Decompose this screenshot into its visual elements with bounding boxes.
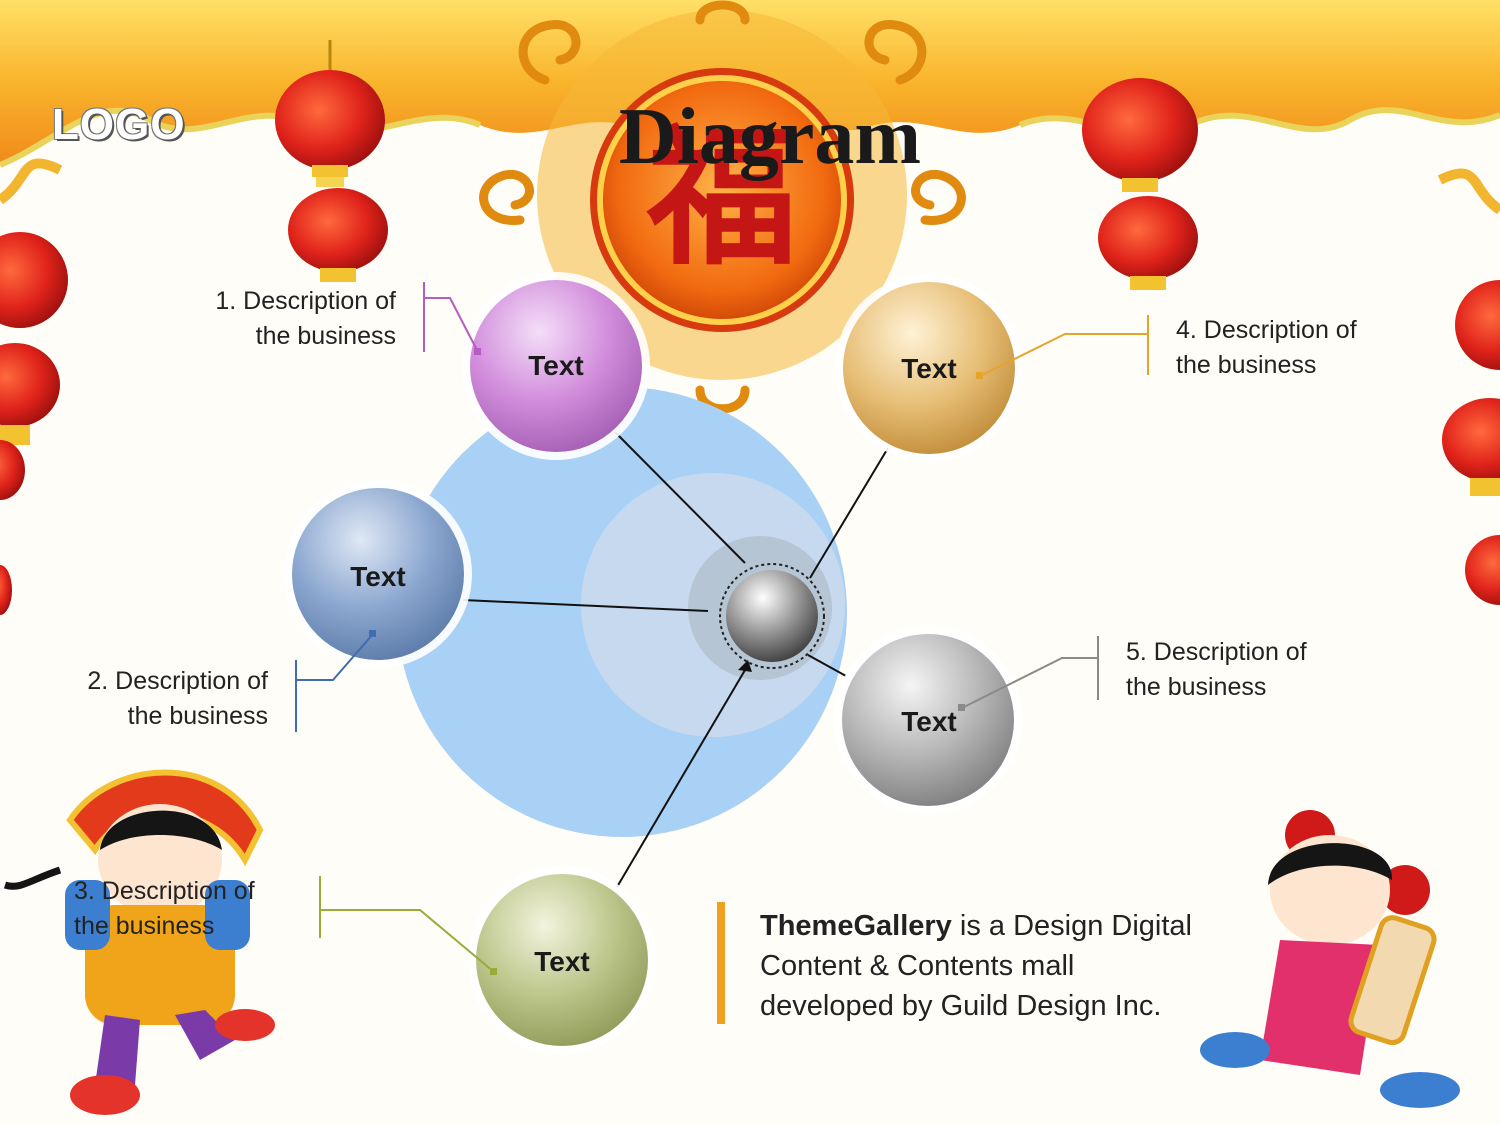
description-5-line-2: the business — [1126, 673, 1267, 701]
node-label-4: Text — [901, 353, 957, 384]
node-label-2: Text — [350, 561, 406, 592]
description-1-line-2: the business — [255, 322, 396, 350]
note-text-1: is a Design Digital — [951, 910, 1192, 942]
svg-text:福: 福 — [646, 110, 797, 286]
description-2-line-2: the business — [127, 702, 268, 730]
logo: LOGO — [52, 100, 186, 149]
description-4-line-2: the business — [1176, 351, 1317, 379]
description-2: 2. Description of the business — [12, 664, 268, 734]
node-sphere-1 — [470, 280, 642, 452]
note-line-3: developed by Guild Design Inc. — [760, 990, 1162, 1022]
boy-character-illustration — [3, 769, 275, 1115]
node-label-5: Text — [901, 706, 957, 737]
node-label-1: Text — [528, 350, 584, 381]
lantern-icon — [0, 232, 68, 615]
girl-character-illustration — [1200, 810, 1460, 1108]
description-2-line-1: 2. Description of — [87, 667, 268, 695]
description-3: 3. Description of the business — [74, 874, 314, 944]
description-3-line-1: 3. Description of — [74, 877, 255, 905]
theme-gallery-note: ThemeGallery is a Design Digital Content… — [760, 906, 1300, 1026]
center-hub — [726, 570, 818, 662]
description-4: 4. Description of the business — [1176, 313, 1436, 383]
note-accent-bar — [717, 902, 725, 1024]
lantern-icon — [1082, 78, 1198, 290]
lantern-icon — [1442, 280, 1500, 605]
description-5-line-1: 5. Description of — [1126, 638, 1307, 666]
node-sphere-2 — [292, 488, 464, 660]
description-1: 1. Description of the business — [140, 284, 396, 354]
description-1-line-1: 1. Description of — [215, 287, 396, 315]
node-label-3: Text — [534, 946, 590, 977]
note-brand: ThemeGallery — [760, 910, 952, 942]
note-line-1: ThemeGallery is a Design Digital — [760, 906, 1300, 946]
fortune-medallion-icon: 福 — [479, 0, 966, 414]
note-line-2: Content & Contents mall — [760, 950, 1075, 982]
slide-title: Diagram — [618, 93, 922, 181]
description-5: 5. Description of the business — [1126, 635, 1386, 705]
node-sphere-3 — [476, 874, 648, 1046]
lantern-icon — [275, 40, 388, 282]
description-3-line-2: the business — [74, 912, 215, 940]
node-sphere-5 — [842, 634, 1014, 806]
description-4-line-1: 4. Description of — [1176, 316, 1357, 344]
node-sphere-4 — [843, 282, 1015, 454]
